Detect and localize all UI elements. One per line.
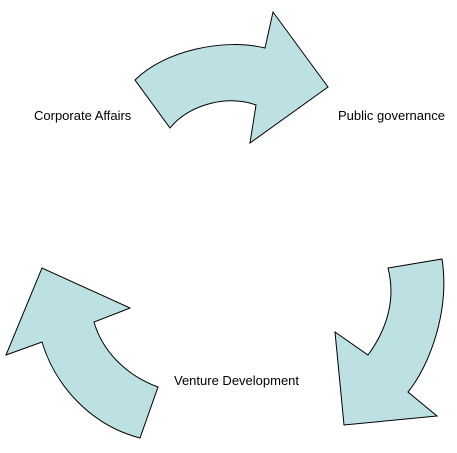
node-label-corporate-affairs: Corporate Affairs xyxy=(34,108,132,123)
arrow-venture-to-corporate xyxy=(5,267,159,439)
arrow-public-to-venture xyxy=(334,258,445,426)
node-label-public-governance: Public governance xyxy=(338,108,445,123)
arrow-corporate-to-public xyxy=(134,10,329,145)
node-label-venture-development: Venture Development xyxy=(174,373,300,388)
